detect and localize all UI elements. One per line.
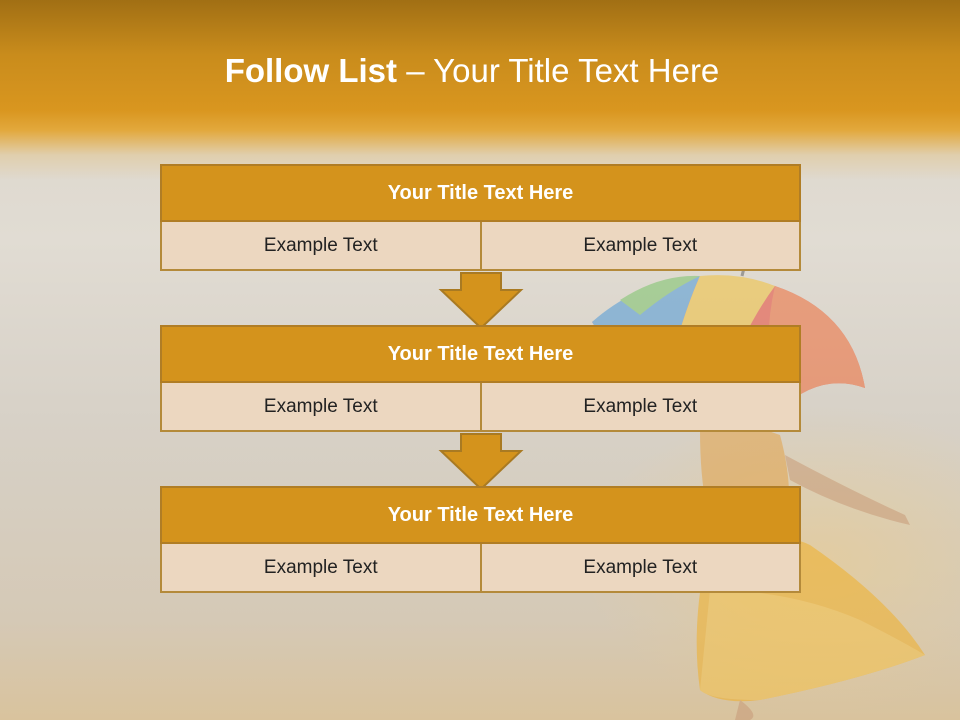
header-band — [0, 0, 960, 180]
step-block-3: Your Title Text Here Example Text Exampl… — [160, 486, 801, 593]
step-cell-right: Example Text — [479, 544, 800, 591]
step-cells: Example Text Example Text — [160, 222, 801, 271]
step-cell-right: Example Text — [479, 383, 800, 430]
step-cell-left: Example Text — [263, 234, 378, 256]
slide-title-separator: – — [397, 52, 434, 89]
step-cells: Example Text Example Text — [160, 383, 801, 432]
slide-title: Follow List – Your Title Text Here — [0, 52, 944, 90]
step-block-1: Your Title Text Here Example Text Exampl… — [160, 164, 801, 271]
slide-title-bold: Follow List — [224, 52, 398, 89]
step-title: Your Title Text Here — [160, 486, 801, 544]
step-cell-left: Example Text — [263, 395, 378, 417]
step-title: Your Title Text Here — [160, 325, 801, 383]
step-block-2: Your Title Text Here Example Text Exampl… — [160, 325, 801, 432]
slide-title-subtitle: Your Title Text Here — [433, 52, 720, 89]
step-cell-left: Example Text — [263, 556, 378, 578]
down-arrow-icon — [438, 433, 524, 491]
step-cell-right: Example Text — [479, 222, 800, 269]
step-title: Your Title Text Here — [160, 164, 801, 222]
step-cells: Example Text Example Text — [160, 544, 801, 593]
down-arrow-icon — [438, 272, 524, 330]
